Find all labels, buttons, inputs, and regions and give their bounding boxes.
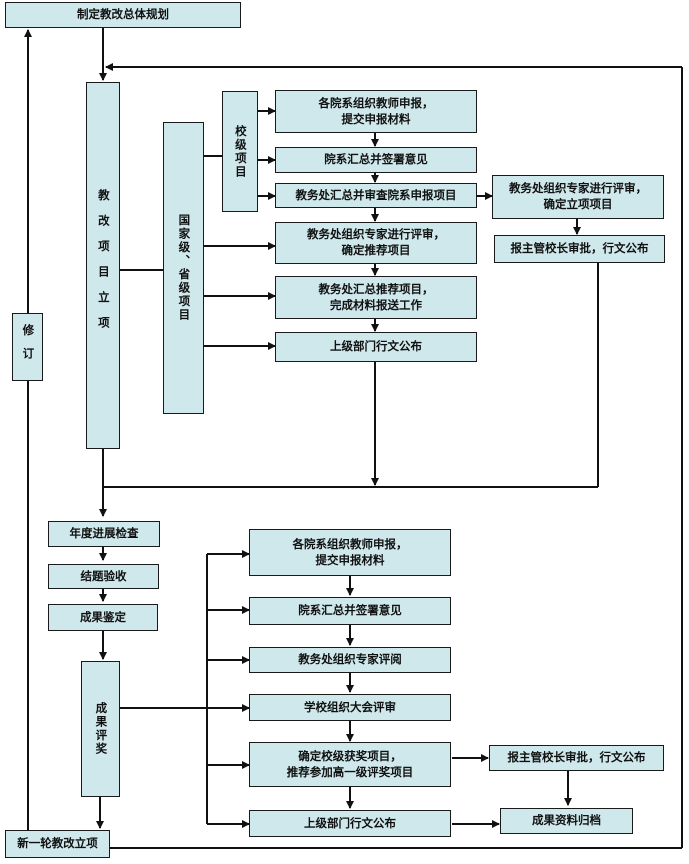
office-recommend-box: 教务处汇总推荐项目， 完成材料报送工作: [275, 276, 477, 319]
expert-evaluation-box: 教务处组织专家评阅: [249, 647, 451, 673]
superior-publish-top-box: 上级部门行文公布: [275, 332, 477, 362]
superior-publish-bottom-box: 上级部门行文公布: [249, 810, 451, 837]
project-setup-box: 教改项目立项: [86, 82, 120, 449]
apply-top-box: 各院系组织教师申报， 提交申报材料: [275, 90, 477, 133]
office-review-apply-box: 教务处汇总并审查院系申报项目: [275, 183, 477, 208]
expert-review-approve-box: 教务处组织专家进行评审， 确定立项项目: [492, 175, 664, 219]
dept-summary-bottom-box: 院系汇总并签署意见: [249, 597, 451, 625]
national-provincial-box: 国家级、省级项目: [163, 122, 204, 414]
principal-approve-bottom-box: 报主管校长审批，行文公布: [489, 745, 664, 771]
achievement-award-box: 成果评奖: [81, 661, 120, 797]
new-round-box: 新一轮教改立项: [5, 830, 110, 858]
achievement-appraisal-box: 成果鉴定: [48, 604, 158, 631]
revise-box: 修订: [12, 313, 43, 381]
annual-check-box: 年度进展检查: [48, 521, 160, 547]
plan-box: 制定教改总体规划: [5, 2, 241, 28]
award-recommend-box: 确定校级获奖项目， 推荐参加高一级评奖项目: [249, 742, 451, 787]
school-level-box: 校级项目: [222, 91, 258, 212]
expert-review-recommend-box: 教务处组织专家进行评审， 确定推荐项目: [275, 222, 477, 264]
principal-approve-top-box: 报主管校长审批，行文公布: [494, 235, 665, 263]
dept-summary-top-box: 院系汇总并签署意见: [275, 147, 477, 173]
school-meeting-review-box: 学校组织大会评审: [249, 694, 451, 721]
apply-bottom-box: 各院系组织教师申报， 提交申报材料: [249, 529, 451, 576]
completion-check-box: 结题验收: [48, 564, 159, 589]
archive-box: 成果资料归档: [500, 808, 633, 834]
